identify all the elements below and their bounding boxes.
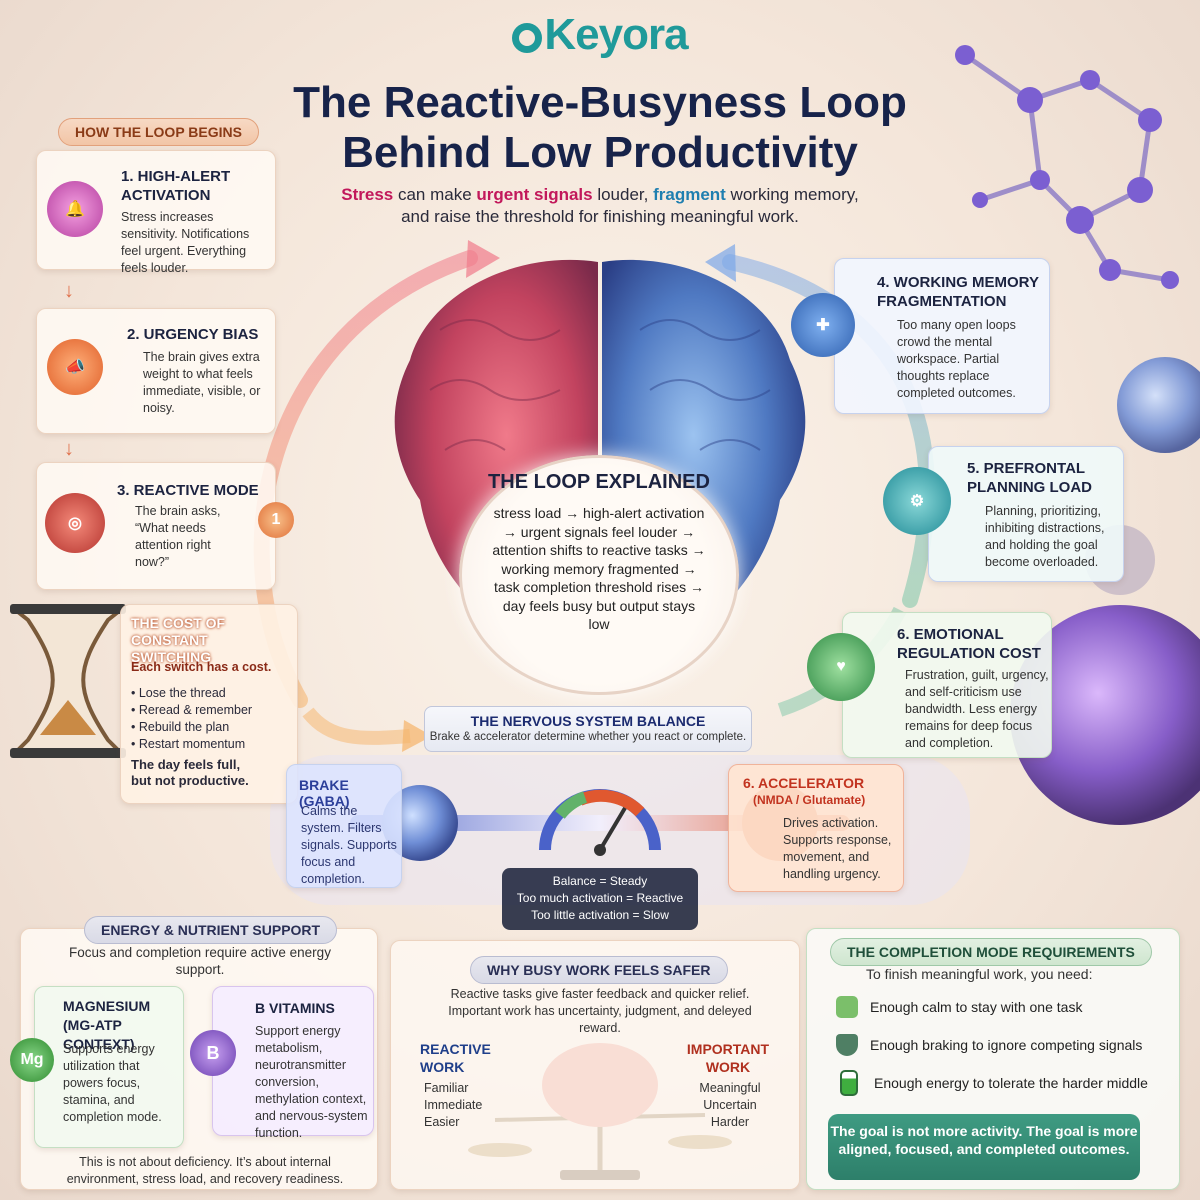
page-title: The Reactive-Busyness Loop Behind Low Pr…: [0, 78, 1200, 178]
step-3-title: 3. Reactive Mode: [117, 482, 259, 499]
title-line-1: The Reactive-Busyness Loop: [293, 78, 907, 127]
reactive-item: Easier: [424, 1115, 460, 1129]
important-item: Meaningful: [699, 1081, 761, 1095]
step-6-card: ♥ 6. Emotional Regulation Cost Frustrati…: [807, 612, 1052, 758]
important-work-list: Meaningful Uncertain Harder: [690, 1080, 770, 1131]
energy-intro: Focus and completion require active ener…: [69, 945, 331, 977]
shield-icon: [836, 1034, 858, 1056]
step-5-title: 5. Prefrontal Planning Load: [967, 460, 1092, 496]
title-line-2: Behind Low Productivity: [342, 128, 858, 177]
cost-item: Reread & remember: [131, 702, 291, 719]
step-6-text: Frustration, guilt, urgency, and self-cr…: [905, 668, 1049, 750]
completion-item: Enough braking to ignore competing signa…: [836, 1030, 1166, 1060]
megaphone-icon: 📣: [47, 339, 103, 395]
brake-text: Calms the system. Filters signals. Suppo…: [301, 804, 397, 886]
step-3-card: ◎ 3. Reactive Mode The brain asks, “What…: [36, 462, 276, 590]
nervous-title: THE NERVOUS SYSTEM BALANCE: [470, 713, 706, 729]
page-subtitle: Stress can make urgent signals louder, f…: [341, 185, 859, 226]
step-2-card: 📣 2. Urgency Bias The brain gives extra …: [36, 308, 276, 434]
cost-item: Restart momentum: [131, 736, 291, 753]
magnesium-title: MAGNESIUM (Mg-ATP CONTEXT): [63, 998, 151, 1052]
step-2-title: 2. Urgency Bias: [127, 326, 259, 343]
accelerator-card: 6. ACCELERATOR (NMDA / Glutamate) Drives…: [728, 764, 904, 892]
loop-text: stress load → high-alert activation → ur…: [492, 505, 706, 632]
cost-title: THE COST OF CONSTANT SWITCHING: [131, 615, 226, 665]
down-arrow-icon: ↓: [64, 280, 74, 302]
important-item: Uncertain: [703, 1098, 757, 1112]
step-4-title: 4. Working Memory Fragmentation: [877, 274, 1039, 310]
cost-intro: Each switch has a cost.: [131, 660, 272, 674]
leaf-icon: [836, 996, 858, 1018]
reactive-work-list: Familiar Immediate Easier: [424, 1080, 504, 1131]
step-1-card: 🔔 1. High-Alert Activation Stress increa…: [36, 150, 276, 275]
b-vitamins-text: Support energy metabolism, neurotransmit…: [255, 1024, 368, 1140]
b-vitamins-card: B VITAMINS Support energy metabolism, ne…: [212, 986, 374, 1140]
target-icon: ◎: [45, 493, 105, 553]
heart-pulse-icon: ♥: [807, 633, 875, 701]
balance-line: Too little activation = Slow: [531, 908, 669, 922]
balance-legend: Balance = Steady Too much activation = R…: [502, 868, 698, 930]
down-arrow-icon: ↓: [64, 438, 74, 460]
nervous-subtitle: Brake & accelerator determine whether yo…: [429, 731, 747, 743]
reactive-item: Familiar: [424, 1081, 469, 1095]
busy-text: Reactive tasks give faster feedback and …: [448, 987, 752, 1035]
step-3-text: The brain asks, “What needs attention ri…: [135, 504, 221, 569]
magnesium-card: MAGNESIUM (Mg-ATP CONTEXT) Supports ener…: [34, 986, 184, 1148]
cost-item: Rebuild the plan: [131, 719, 291, 736]
step-2-text: The brain gives extra weight to what fee…: [143, 350, 261, 415]
loop-title: THE LOOP EXPLAINED: [488, 471, 710, 493]
puzzle-icon: ✚: [791, 293, 855, 357]
b-vitamin-icon: B: [190, 1030, 236, 1076]
step-4-card: ✚ 4. Working Memory Fragmentation Too ma…: [791, 258, 1050, 414]
accel-text: Drives activation. Supports response, mo…: [783, 816, 892, 881]
accel-subtitle: (NMDA / Glutamate): [753, 793, 866, 807]
b-vitamins-title: B VITAMINS: [255, 1000, 335, 1016]
brand-logo: Keyora: [0, 10, 1200, 60]
loop-explained: THE LOOP EXPLAINED stress load → high-al…: [459, 455, 739, 695]
reactive-work-title: REACTIVE WORK: [420, 1041, 491, 1075]
step-1-text: Stress increases sensitivity. Notificati…: [121, 210, 250, 275]
brake-card: BRAKE (GABA) Calms the system. Filters s…: [286, 764, 402, 888]
energy-footer: This is not about deficiency. It’s about…: [66, 1155, 344, 1186]
loop-marker: 1: [258, 502, 294, 538]
magnesium-icon: Mg: [10, 1038, 54, 1082]
loop-begins-pill: HOW THE LOOP BEGINS: [58, 118, 259, 146]
energy-title: ENERGY & NUTRIENT SUPPORT: [84, 916, 338, 944]
battery-icon: [840, 1070, 858, 1096]
cost-footer: The day feels full, but not productive.: [131, 757, 249, 788]
goal-banner: The goal is not more activity. The goal …: [828, 1114, 1140, 1180]
accel-title: 6. ACCELERATOR: [743, 775, 865, 791]
brake-title: BRAKE (GABA): [299, 777, 350, 809]
reactive-item: Immediate: [424, 1098, 483, 1112]
balance-line: Too much activation = Reactive: [516, 891, 684, 905]
key-icon: [512, 23, 543, 53]
nervous-banner: THE NERVOUS SYSTEM BALANCE Brake & accel…: [424, 706, 752, 752]
step-5-card: ⚙ 5. Prefrontal Planning Load Planning, …: [883, 446, 1124, 582]
busy-title: WHY BUSY WORK FEELS SAFER: [470, 956, 728, 984]
head-gears-icon: ⚙: [883, 467, 951, 535]
magnesium-text: Supports energy utilization that powers …: [63, 1042, 162, 1124]
cost-card: THE COST OF CONSTANT SWITCHING Each swit…: [120, 604, 298, 804]
important-item: Harder: [710, 1115, 750, 1129]
completion-title: THE COMPLETION MODE REQUIREMENTS: [830, 938, 1152, 966]
bell-icon: 🔔: [47, 181, 103, 237]
important-work-title: IMPORTANT WORK: [686, 1041, 770, 1075]
step-1-title: 1. High-Alert Activation: [121, 168, 231, 204]
completion-list: Enough calm to stay with one task Enough…: [836, 992, 1166, 1098]
step-4-text: Too many open loops crowd the mental wor…: [897, 318, 1016, 400]
cost-item: Lose the thread: [131, 685, 291, 702]
step-6-title: 6. Emotional Regulation Cost: [897, 626, 1041, 662]
step-5-text: Planning, prioritizing, inhibiting distr…: [985, 504, 1105, 569]
balance-line: Balance = Steady: [552, 874, 648, 888]
cost-list: Lose the thread Reread & remember Rebuil…: [131, 685, 291, 753]
completion-intro: To finish meaningful work, you need:: [866, 966, 1093, 982]
completion-item: Enough calm to stay with one task: [836, 992, 1166, 1022]
completion-item: Enough energy to tolerate the harder mid…: [836, 1068, 1166, 1098]
